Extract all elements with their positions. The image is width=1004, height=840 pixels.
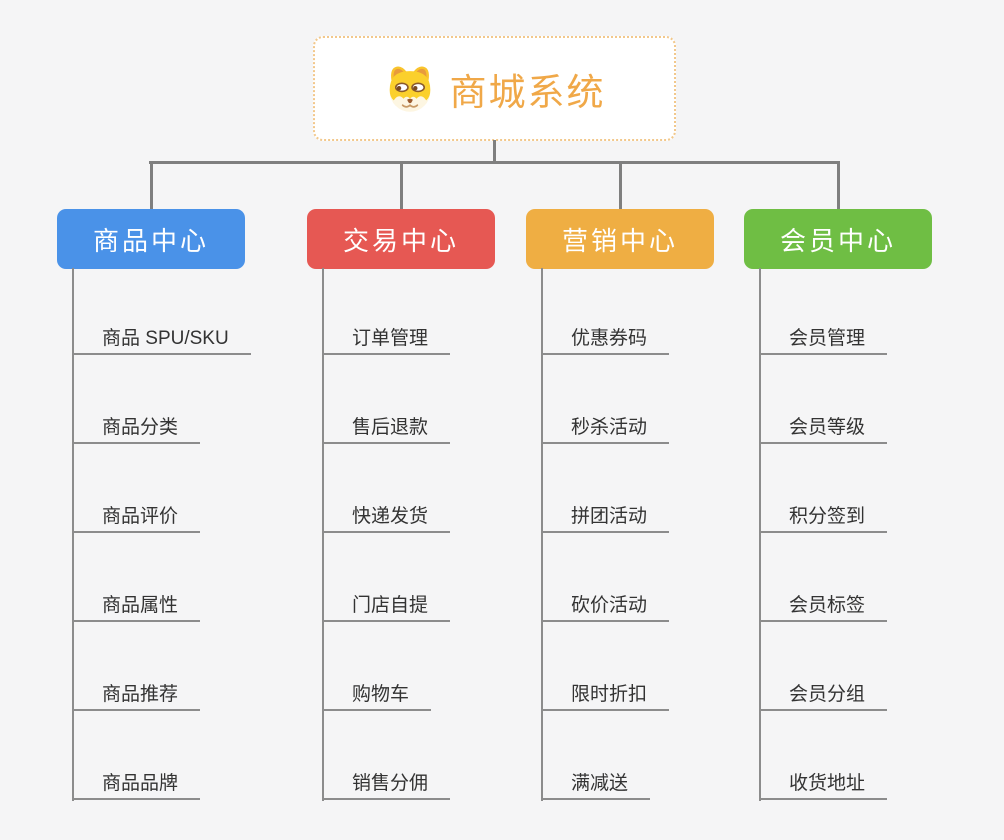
dog-face-icon — [384, 63, 436, 115]
sub-item-label: 快递发货 — [352, 506, 429, 527]
sub-item-node[interactable]: 砍价活动 — [541, 578, 670, 622]
sub-item-node[interactable]: 订单管理 — [322, 311, 451, 355]
sub-item-node[interactable]: 优惠券码 — [541, 311, 670, 355]
sub-item-node[interactable]: 购物车 — [322, 667, 432, 711]
sub-item-label: 优惠券码 — [571, 328, 648, 349]
branch-label: 营销中心 — [561, 225, 678, 256]
sub-item-label: 订单管理 — [352, 328, 429, 349]
branch-node-3[interactable]: 营销中心 — [526, 209, 714, 269]
connector-branch-drop — [149, 161, 153, 209]
sub-item-label: 会员标签 — [789, 595, 866, 616]
sub-item-node[interactable]: 会员管理 — [759, 311, 888, 355]
root-node[interactable]: 商城系统 — [313, 36, 676, 141]
sub-item-label: 商品 SPU/SKU — [102, 328, 229, 349]
sub-item-node[interactable]: 会员标签 — [759, 578, 888, 622]
sub-item-node[interactable]: 商品评价 — [72, 489, 201, 533]
connector-branch-trunk — [72, 268, 74, 801]
sub-item-label: 拼团活动 — [571, 506, 648, 527]
sub-item-label: 售后退款 — [352, 417, 429, 438]
branch-node-2[interactable]: 交易中心 — [307, 209, 495, 269]
connector-branch-drop — [618, 161, 622, 209]
sub-item-node[interactable]: 商品推荐 — [72, 667, 201, 711]
branch-label: 会员中心 — [779, 225, 896, 256]
sub-item-label: 会员管理 — [789, 328, 866, 349]
sub-item-node[interactable]: 售后退款 — [322, 400, 451, 444]
sub-item-node[interactable]: 商品 SPU/SKU — [72, 311, 251, 355]
sub-item-node[interactable]: 拼团活动 — [541, 489, 670, 533]
sub-item-node[interactable]: 商品分类 — [72, 400, 201, 444]
sub-item-node[interactable]: 快递发货 — [322, 489, 451, 533]
sub-item-node[interactable]: 销售分佣 — [322, 756, 451, 800]
sub-item-label: 满减送 — [571, 773, 629, 794]
sub-item-label: 门店自提 — [352, 595, 429, 616]
sub-item-node[interactable]: 商品属性 — [72, 578, 201, 622]
connector-branch-trunk — [759, 268, 761, 801]
sub-item-label: 秒杀活动 — [571, 417, 648, 438]
sub-item-label: 会员分组 — [789, 684, 866, 705]
sub-item-label: 积分签到 — [789, 506, 866, 527]
branch-node-4[interactable]: 会员中心 — [744, 209, 932, 269]
sub-item-node[interactable]: 收货地址 — [759, 756, 888, 800]
root-title: 商城系统 — [449, 71, 606, 113]
branch-label: 商品中心 — [92, 225, 209, 256]
sub-item-label: 商品评价 — [102, 506, 179, 527]
sub-item-label: 会员等级 — [789, 417, 866, 438]
sub-item-label: 收货地址 — [789, 773, 866, 794]
connector-branch-trunk — [541, 268, 543, 801]
connector-branch-drop — [399, 161, 403, 209]
branch-node-1[interactable]: 商品中心 — [57, 209, 245, 269]
sub-item-label: 商品品牌 — [102, 773, 179, 794]
connector-horizontal-bar — [149, 161, 840, 164]
sub-item-node[interactable]: 满减送 — [541, 756, 651, 800]
connector-branch-drop — [836, 161, 840, 209]
sub-item-node[interactable]: 积分签到 — [759, 489, 888, 533]
sub-item-label: 商品属性 — [102, 595, 179, 616]
sub-item-label: 销售分佣 — [352, 773, 429, 794]
sub-item-label: 商品推荐 — [102, 684, 179, 705]
sub-item-node[interactable]: 秒杀活动 — [541, 400, 670, 444]
connector-root-drop — [493, 140, 496, 164]
sub-item-label: 砍价活动 — [571, 595, 648, 616]
sub-item-label: 限时折扣 — [571, 684, 648, 705]
connector-branch-trunk — [322, 268, 324, 801]
sub-item-node[interactable]: 会员等级 — [759, 400, 888, 444]
sub-item-label: 购物车 — [352, 684, 410, 705]
sub-item-label: 商品分类 — [102, 417, 179, 438]
sub-item-node[interactable]: 会员分组 — [759, 667, 888, 711]
sub-item-node[interactable]: 限时折扣 — [541, 667, 670, 711]
sub-item-node[interactable]: 门店自提 — [322, 578, 451, 622]
branch-label: 交易中心 — [342, 225, 459, 256]
sub-item-node[interactable]: 商品品牌 — [72, 756, 201, 800]
